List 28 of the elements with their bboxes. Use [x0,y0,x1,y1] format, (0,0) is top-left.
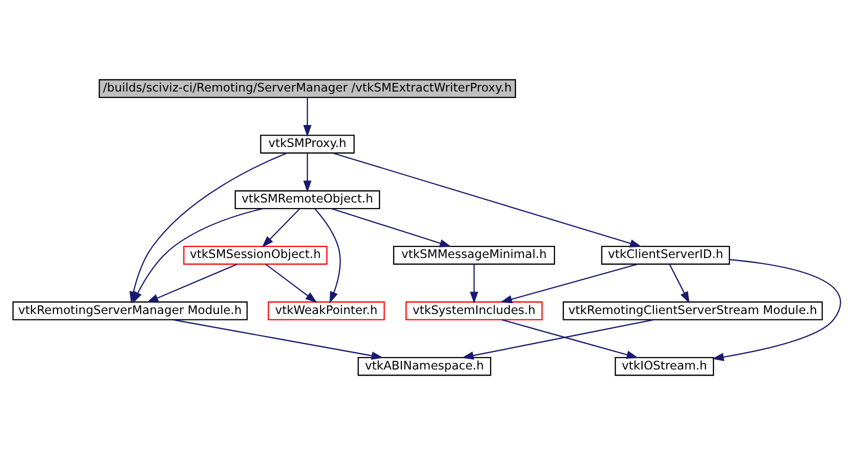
arrow [265,264,318,303]
node-box: vtkIOStream.h [614,356,714,376]
arrow [172,319,384,360]
node-box: vtkSMSessionObject.h [183,246,328,265]
node-box: vtkABINamespace.h [358,356,492,376]
node-box: /builds/sciviz-ci/Remoting/ServerManager /vtkSMExtractWriterProxy.h [98,79,516,98]
arrow [314,208,341,304]
arrow [669,264,690,304]
arrow [331,208,452,248]
node-box: vtkWeakPointer.h [268,301,385,320]
arrow [502,319,638,359]
arrow [146,264,238,303]
arrow [470,264,478,304]
arrow [303,98,312,137]
node-box: vtkSMMessageMinimal.h [393,246,556,265]
arrow [303,153,312,192]
node-box: vtkRemotingServerManager Module.h [12,301,248,320]
node-box: vtkRemotingClientServerStream Module.h [562,301,823,320]
arrow [332,152,642,248]
arrow [462,319,654,360]
node-box: vtkSystemIncludes.h [406,301,543,320]
arrow [262,208,300,248]
arrow [500,264,638,304]
node-box: vtkClientServerID.h [601,246,730,265]
node-box: vtkSMProxy.h [260,134,355,154]
node-box: vtkSMRemoteObject.h [234,190,380,210]
arrow [712,259,841,362]
arrow [132,208,263,304]
